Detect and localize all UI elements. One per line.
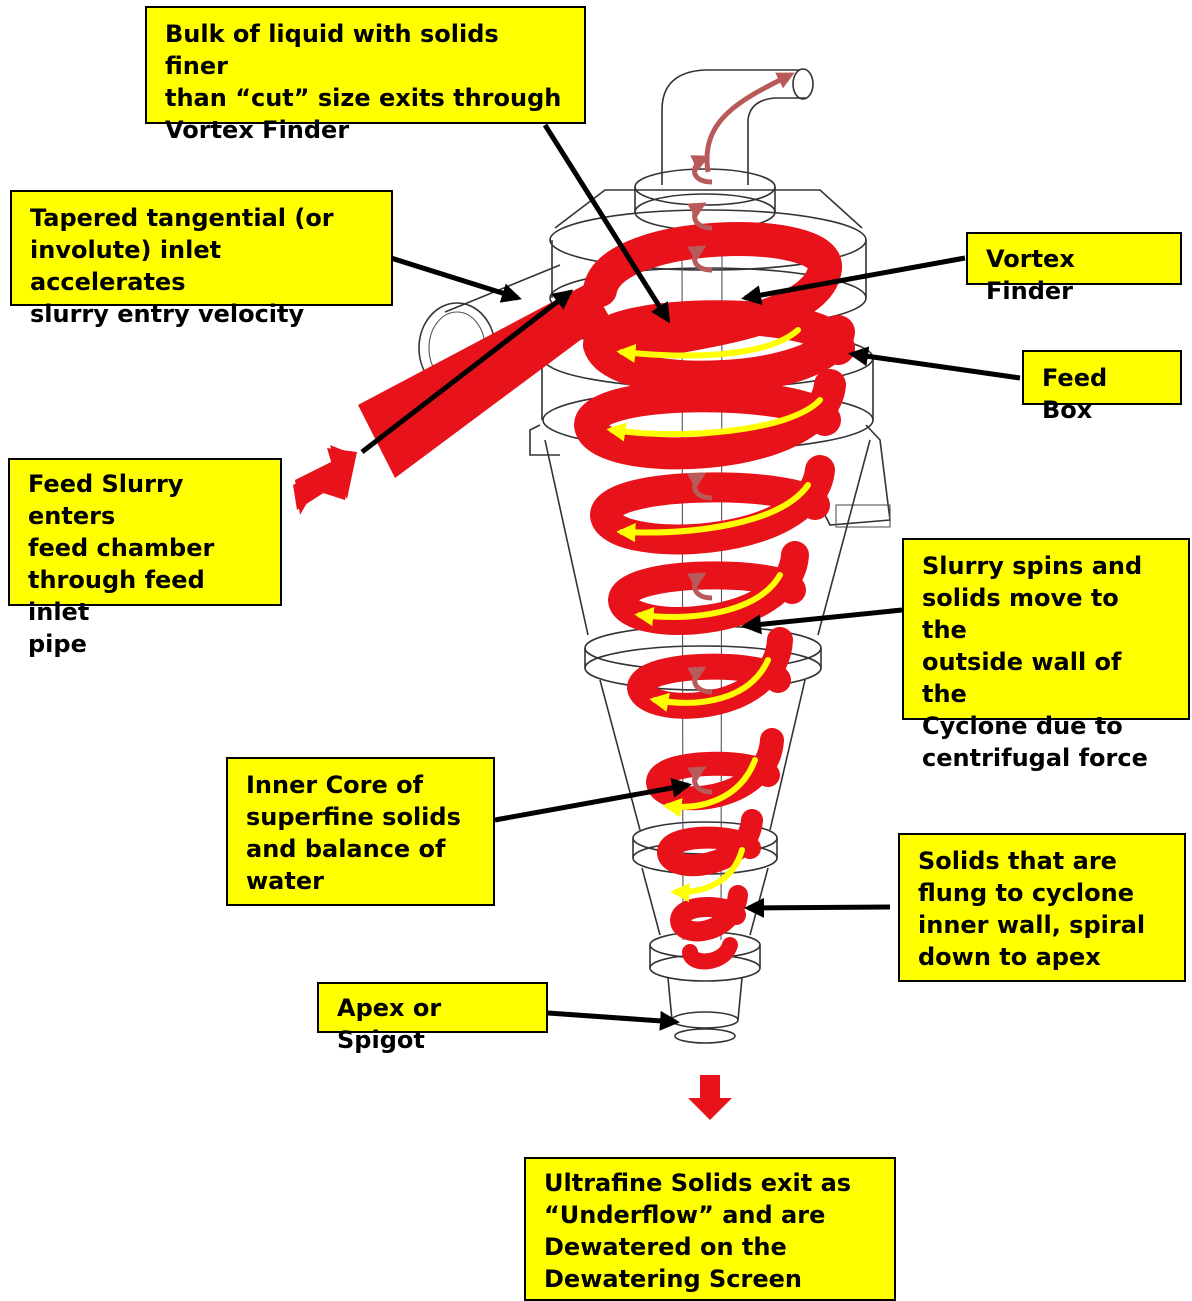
callout-solids-flung: Solids that are flung to cyclone inner w… bbox=[898, 833, 1186, 982]
callout-overflow: Bulk of liquid with solids finer than “c… bbox=[145, 6, 586, 124]
callout-vortex-finder: Vortex Finder bbox=[966, 232, 1182, 285]
feed-inlet-flow bbox=[293, 282, 610, 515]
callout-inner-core: Inner Core of superfine solids and balan… bbox=[226, 757, 495, 906]
callout-underflow: Ultrafine Solids exit as “Underflow” and… bbox=[524, 1157, 896, 1301]
spiral-flow bbox=[590, 239, 838, 961]
callout-slurry-spins: Slurry spins and solids move to the outs… bbox=[902, 538, 1190, 720]
callout-apex-spigot: Apex or Spigot bbox=[317, 982, 548, 1033]
underflow-arrow bbox=[688, 1075, 732, 1120]
callout-tangential-inlet: Tapered tangential (or involute) inlet a… bbox=[10, 190, 393, 306]
callout-feed-slurry: Feed Slurry enters feed chamber through … bbox=[8, 458, 282, 606]
callout-feed-box: Feed Box bbox=[1022, 350, 1182, 405]
